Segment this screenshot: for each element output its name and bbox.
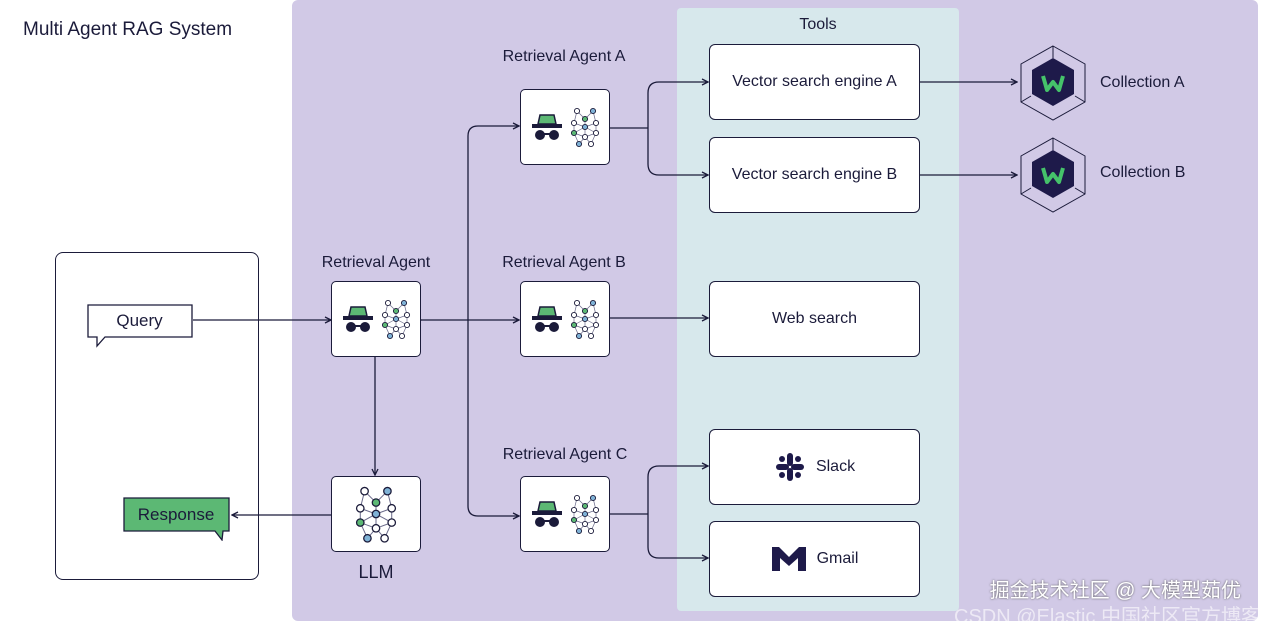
response-label: Response xyxy=(137,505,215,524)
neural-net-icon xyxy=(570,299,600,340)
slack-label: Slack xyxy=(815,458,856,475)
spy-icon xyxy=(343,306,373,332)
collection-a-label: Collection A xyxy=(1100,74,1185,91)
slack-icon xyxy=(775,453,804,481)
gmail-icon xyxy=(771,547,806,571)
agent-b-label: Retrieval Agent B xyxy=(502,254,626,271)
slack-tool[interactable]: Slack xyxy=(709,429,920,505)
neural-net-icon xyxy=(355,486,397,543)
llm-box[interactable] xyxy=(331,476,421,552)
agent-a-label: Retrieval Agent A xyxy=(502,48,626,65)
vector-search-engine-a-label: Vector search engine A xyxy=(732,73,897,90)
agent-a-to-vector-b xyxy=(647,128,708,175)
agent-c-box[interactable] xyxy=(520,476,610,552)
gmail-tool[interactable]: Gmail xyxy=(709,521,920,597)
collection-b-icon xyxy=(1018,136,1088,219)
retrieval-agent-label: Retrieval Agent xyxy=(321,254,431,271)
neural-net-icon xyxy=(570,494,600,535)
neural-net-icon xyxy=(570,107,600,148)
agent-c-to-slack xyxy=(647,466,708,514)
bus-to-agent-c xyxy=(467,320,519,516)
web-search-label: Web search xyxy=(771,310,858,327)
retrieval-agent-box[interactable] xyxy=(331,281,421,357)
diagram-title: Multi Agent RAG System xyxy=(23,19,233,40)
bus-to-agent-a xyxy=(467,126,519,320)
agent-b-box[interactable] xyxy=(520,281,610,357)
neural-net-icon xyxy=(381,299,411,340)
spy-icon xyxy=(532,114,562,140)
llm-label: LLM xyxy=(358,562,394,582)
tools-label: Tools xyxy=(799,16,837,33)
vector-search-engine-a[interactable]: Vector search engine A xyxy=(709,44,920,120)
agent-c-to-gmail xyxy=(647,514,708,558)
vector-search-engine-b-label: Vector search engine B xyxy=(731,166,898,183)
query-label: Query xyxy=(116,311,163,330)
agent-a-box[interactable] xyxy=(520,89,610,165)
query-bubble: Query xyxy=(87,304,194,348)
web-search-tool[interactable]: Web search xyxy=(709,281,920,357)
watermark-sub: CSDN @Elastic 中国社区官方博客 xyxy=(954,606,1261,628)
agent-c-label: Retrieval Agent C xyxy=(502,446,628,463)
collection-b-label: Collection B xyxy=(1100,164,1186,181)
gmail-label: Gmail xyxy=(816,550,859,567)
watermark: 掘金技术社区 @ 大模型茹优 xyxy=(989,580,1241,602)
vector-search-engine-b[interactable]: Vector search engine B xyxy=(709,137,920,213)
response-bubble: Response xyxy=(123,497,231,541)
spy-icon xyxy=(532,501,562,527)
spy-icon xyxy=(532,306,562,332)
agent-a-to-vector-a xyxy=(647,82,708,128)
collection-a-icon xyxy=(1018,44,1088,127)
